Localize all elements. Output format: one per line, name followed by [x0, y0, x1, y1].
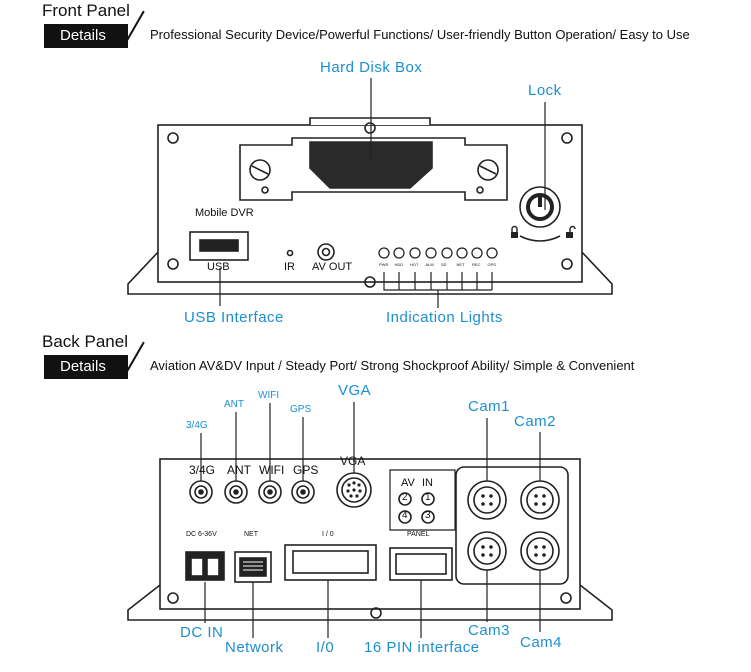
callout-16-pin-interface: 16 PIN interface [364, 639, 480, 656]
callout-34g: 3/4G [186, 420, 208, 431]
callout-vga: VGA [338, 382, 372, 399]
usb-port-label: USB [207, 261, 230, 273]
light-label: NET [456, 262, 465, 267]
av-input-number: 4 [402, 510, 408, 521]
io-port-label: I / 0 [322, 531, 334, 538]
port-label-34g: 3/4G [189, 463, 216, 477]
light-label: ALM [425, 262, 434, 267]
back-tagline: Aviation AV&DV Input / Steady Port/ Stro… [150, 358, 635, 373]
light-label: REC [472, 262, 481, 267]
callout-io: I/0 [316, 639, 335, 656]
callout-ant: ANT [224, 399, 244, 410]
panel-port-label: PANEL [407, 531, 430, 538]
av-input-number: 2 [402, 492, 408, 503]
ir-label: IR [284, 261, 295, 273]
callout-indication-lights: Indication Lights [386, 309, 503, 326]
callout-usb-interface: USB Interface [184, 309, 284, 326]
av-label: AV [401, 477, 415, 489]
callout-dc-in: DC IN [180, 624, 224, 641]
light-label: HDD [394, 262, 404, 267]
callout-gps: GPS [290, 404, 312, 415]
light-label: HOT [410, 262, 419, 267]
callout-lock: Lock [528, 82, 562, 99]
light-label: PWR [379, 262, 389, 267]
callout-wifi: WIFI [258, 390, 280, 401]
device-label: Mobile DVR [195, 207, 254, 219]
port-label-wifi: WIFI [259, 463, 285, 477]
front-tagline: Professional Security Device/Powerful Fu… [150, 27, 690, 42]
callout-network: Network [225, 639, 284, 656]
port-label-gps: GPS [293, 463, 319, 477]
vga-port-label: VGA [340, 454, 366, 468]
av-input-number: 3 [425, 510, 431, 521]
av-input-number: 1 [425, 492, 431, 503]
callout-cam4: Cam4 [520, 634, 563, 651]
av-out-label: AV OUT [312, 261, 353, 273]
light-label: SD [441, 262, 447, 267]
indicator-light-labels: PWR HDD HOT ALM SD NET REC GPS [379, 262, 504, 267]
front-details-tag: Details [44, 24, 128, 48]
dc-port-label: DC 6-36V [186, 531, 217, 538]
callout-cam3: Cam3 [468, 622, 511, 639]
in-label: IN [422, 477, 433, 489]
callout-hard-disk-box: Hard Disk Box [320, 59, 423, 76]
front-panel-title: Front Panel [42, 1, 130, 20]
light-label: GPS [487, 262, 496, 267]
port-label-ant: ANT [227, 463, 251, 477]
back-panel-title: Back Panel [42, 332, 128, 351]
back-details-tag: Details [44, 355, 128, 379]
net-port-label: NET [244, 531, 258, 538]
callout-cam2: Cam2 [514, 413, 557, 430]
callout-cam1: Cam1 [468, 398, 511, 415]
